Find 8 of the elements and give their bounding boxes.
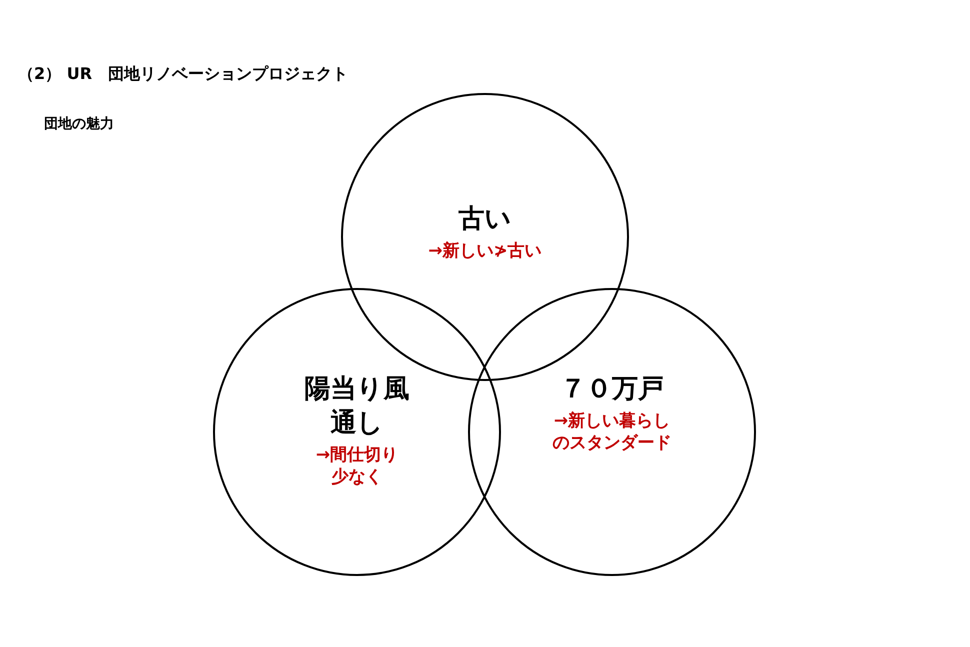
circle-heading: 古い xyxy=(458,203,512,236)
subheading: 団地の魅力 xyxy=(44,115,114,134)
circle-heading: ７０万戸 xyxy=(559,373,665,406)
circle-heading: 陽当り風通し xyxy=(304,373,410,440)
title: （2） UR 団地リノベーションプロジェクト xyxy=(18,63,348,85)
circle-note: →間仕切り少なく xyxy=(314,444,400,488)
circle-note: →新しい≯古い xyxy=(427,240,543,262)
circle-note: →新しい暮らしのスタンダード xyxy=(552,410,672,454)
